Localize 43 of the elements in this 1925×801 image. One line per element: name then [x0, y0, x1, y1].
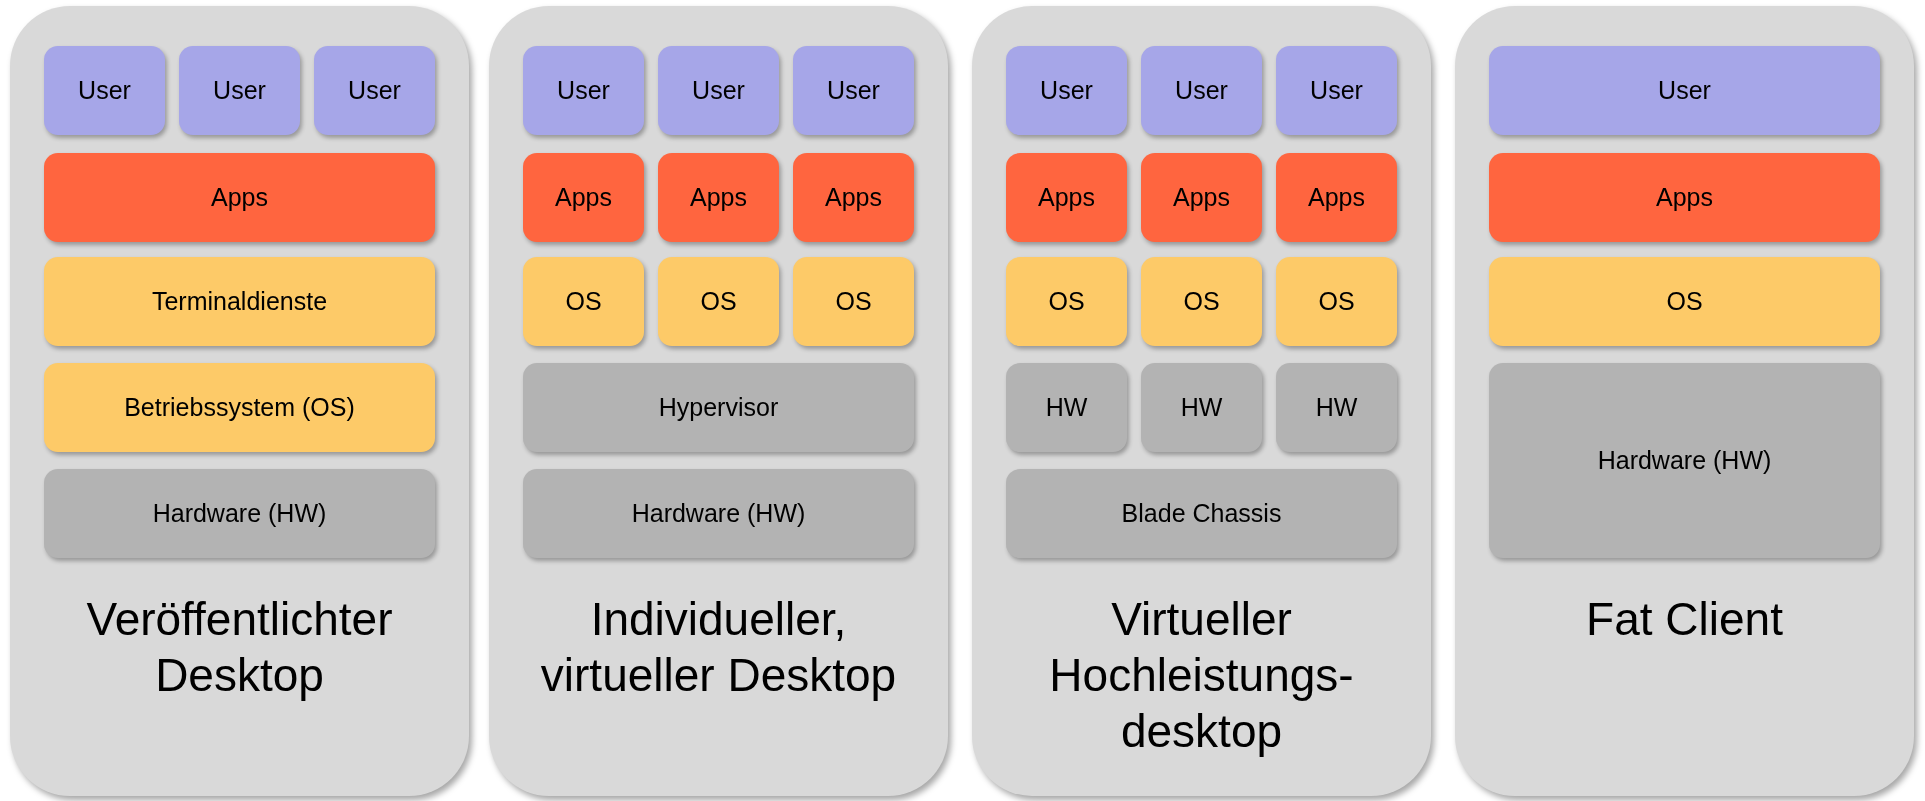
- layer-box: Hardware (HW): [44, 469, 435, 558]
- user-box: User: [314, 46, 435, 135]
- user-box: User: [44, 46, 165, 135]
- layer-box: OS: [1006, 257, 1127, 346]
- apps-box: Apps: [1489, 153, 1880, 242]
- apps-box: Apps: [793, 153, 914, 242]
- user-box: User: [179, 46, 300, 135]
- layer-box: OS: [1141, 257, 1262, 346]
- layer-box: OS: [1489, 257, 1880, 346]
- apps-box: Apps: [1276, 153, 1397, 242]
- user-box: User: [1141, 46, 1262, 135]
- apps-box: Apps: [523, 153, 644, 242]
- panel-card: [1455, 6, 1914, 796]
- user-box: User: [793, 46, 914, 135]
- layer-box: HW: [1141, 363, 1262, 452]
- panel-title: Veröffentlichter Desktop: [85, 592, 394, 703]
- user-box: User: [1489, 46, 1880, 135]
- layer-box: OS: [1276, 257, 1397, 346]
- layer-box: HW: [1006, 363, 1127, 452]
- panel-card: [972, 6, 1431, 796]
- apps-box: Apps: [44, 153, 435, 242]
- user-box: User: [1276, 46, 1397, 135]
- layer-box: OS: [793, 257, 914, 346]
- apps-box: Apps: [1006, 153, 1127, 242]
- user-box: User: [523, 46, 644, 135]
- layer-box: Terminaldienste: [44, 257, 435, 346]
- apps-box: Apps: [1141, 153, 1262, 242]
- user-box: User: [658, 46, 779, 135]
- panel-title: Individueller, virtueller Desktop: [539, 592, 898, 703]
- layer-box: Hardware (HW): [1489, 363, 1880, 558]
- panel-title: Virtueller Hochleistungs- desktop: [1048, 592, 1355, 759]
- layer-box: OS: [658, 257, 779, 346]
- layer-box: Betriebssystem (OS): [44, 363, 435, 452]
- apps-box: Apps: [658, 153, 779, 242]
- panel-card: [10, 6, 469, 796]
- layer-box: Blade Chassis: [1006, 469, 1397, 558]
- panel-card: [489, 6, 948, 796]
- panel-title: Fat Client: [1586, 592, 1783, 647]
- layer-box: Hardware (HW): [523, 469, 914, 558]
- layer-box: HW: [1276, 363, 1397, 452]
- user-box: User: [1006, 46, 1127, 135]
- layer-box: Hypervisor: [523, 363, 914, 452]
- layer-box: OS: [523, 257, 644, 346]
